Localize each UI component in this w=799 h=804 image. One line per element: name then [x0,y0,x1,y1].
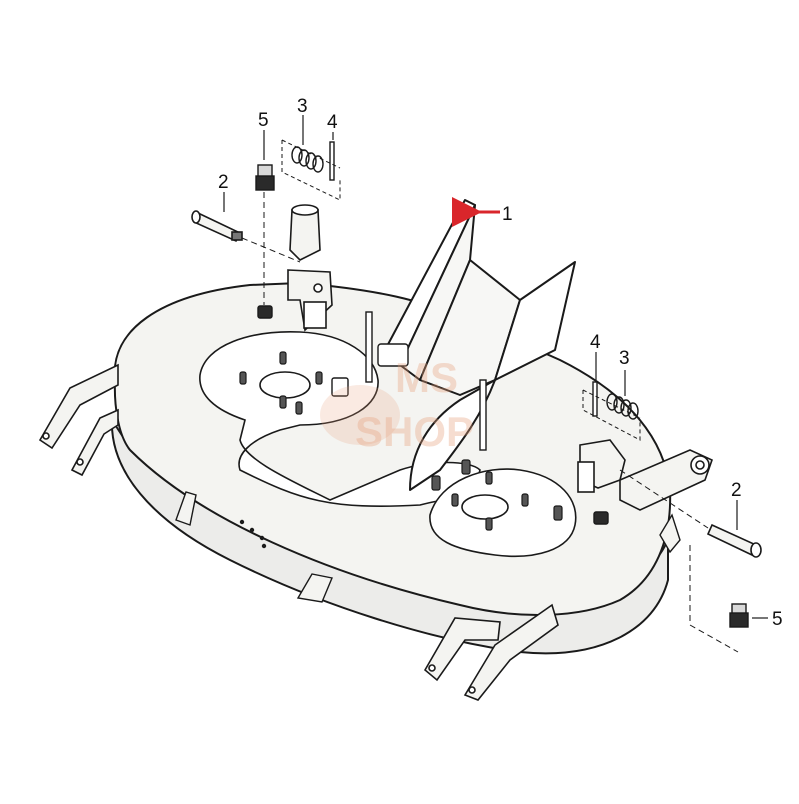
leader-lines [223,115,768,619]
right-hanger-brackets [423,603,559,701]
hardware-box-top [281,139,341,201]
knob-nut-bottom [729,603,749,628]
lock-nut-top [257,305,273,319]
knob-nut-top [255,164,275,191]
skirt-holes [239,519,267,549]
lock-nut-right [593,511,609,525]
callout-2-left: 2 [218,172,229,193]
spring-top [291,146,324,173]
callout-5-bottom: 5 [772,609,783,630]
cotter-pin-right [592,381,598,417]
watermark: MS SHOP [320,354,474,455]
pin-right [706,523,762,558]
chute-bolts [331,311,487,451]
callout-2-right: 2 [731,480,742,501]
watermark-line2: SHOP [355,408,474,455]
right-pivot-bracket [577,439,713,511]
callout-1: 1 [502,204,513,225]
spindle-bolts-left [239,351,323,415]
callout-3-right: 3 [619,348,630,369]
left-pivot-bracket [287,204,333,332]
watermark-line1: MS [395,354,458,401]
cotter-pin-top [329,141,335,181]
spring-right [606,393,639,420]
callout-3-top: 3 [297,96,308,117]
left-hanger-brackets [38,363,119,477]
hardware-box-right [582,389,641,441]
callout-4-top: 4 [327,112,338,133]
discharge-chute [384,199,576,491]
deck-top-plate [199,331,577,558]
assembly-lines [241,192,739,653]
skirt-brackets [175,491,681,603]
pin-left [191,210,243,243]
callout-4-right: 4 [590,332,601,353]
callout-labels: 1 2 2 3 3 4 4 5 5 [218,96,783,630]
spindle-bolts-right [431,459,563,531]
callout-5-top: 5 [258,110,269,131]
